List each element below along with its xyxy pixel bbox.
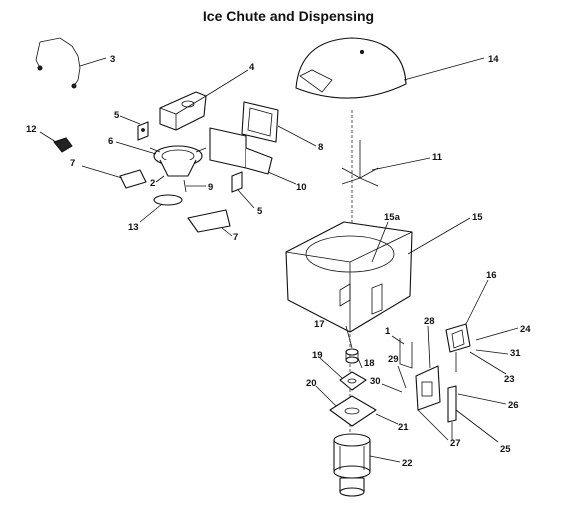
callout-26: 26 xyxy=(508,400,519,411)
callout-5-upper: 5 xyxy=(114,110,120,121)
ice-bin-part xyxy=(285,221,413,333)
disk-part xyxy=(153,194,183,206)
callout-20: 20 xyxy=(306,378,317,389)
callout-29: 29 xyxy=(388,354,399,365)
clip-part xyxy=(53,137,73,153)
callout-28: 28 xyxy=(424,316,435,327)
callout-8: 8 xyxy=(318,142,323,153)
door-flap-part xyxy=(209,127,273,175)
callout-21: 21 xyxy=(398,422,409,433)
switch-housing-part xyxy=(415,365,441,411)
strip-left-part xyxy=(119,169,147,189)
strip-bottom-part xyxy=(187,209,231,233)
chute-cover-part xyxy=(159,91,207,131)
callout-5-lower: 5 xyxy=(257,206,263,217)
switch-box-part xyxy=(445,323,471,372)
callout-2: 2 xyxy=(150,178,155,189)
callout-7-left: 7 xyxy=(70,158,75,169)
actuator-rods-part xyxy=(447,385,457,440)
small-bracket-lower-part xyxy=(231,171,243,193)
callout-12: 12 xyxy=(26,124,37,135)
callout-10: 10 xyxy=(296,182,307,193)
u-bracket-part xyxy=(399,338,413,369)
callout-6: 6 xyxy=(108,136,113,147)
wire-bracket-part xyxy=(35,37,81,89)
callout-25: 25 xyxy=(500,444,511,455)
callout-14: 14 xyxy=(488,54,499,65)
coupling-part xyxy=(345,348,359,364)
motor-mount-plate-part xyxy=(329,395,377,427)
callout-15: 15 xyxy=(472,212,483,223)
callout-17: 17 xyxy=(314,319,325,330)
callout-4: 4 xyxy=(249,62,255,73)
callout-16: 16 xyxy=(486,270,497,281)
callout-11: 11 xyxy=(432,152,443,163)
callout-13: 13 xyxy=(128,222,139,233)
callout-labels: 1 2 3 4 5 5 6 7 7 8 9 10 11 12 13 14 15 … xyxy=(26,54,531,469)
small-bracket-upper-part xyxy=(137,121,149,141)
callout-7-bottom: 7 xyxy=(233,232,238,243)
callout-24: 24 xyxy=(520,324,531,335)
door-frame-part xyxy=(241,101,279,143)
square-plate-part xyxy=(339,371,367,391)
callout-31: 31 xyxy=(510,348,521,359)
callout-30: 30 xyxy=(370,376,381,387)
callout-3: 3 xyxy=(110,54,115,65)
callout-19: 19 xyxy=(312,350,323,361)
page-title: Ice Chute and Dispensing xyxy=(202,8,375,24)
leader-lines xyxy=(39,57,519,463)
callout-18: 18 xyxy=(364,358,375,369)
chute-funnel-part xyxy=(149,145,207,177)
pin-part xyxy=(183,179,187,193)
callout-23: 23 xyxy=(504,374,515,385)
callout-15a: 15a xyxy=(384,212,401,223)
dome-lid-part xyxy=(295,37,407,99)
motor-part xyxy=(333,433,371,497)
callout-27: 27 xyxy=(450,438,461,449)
callout-1: 1 xyxy=(385,326,391,337)
callout-9: 9 xyxy=(208,182,213,193)
callout-22: 22 xyxy=(402,458,413,469)
agitator-part xyxy=(341,140,379,187)
